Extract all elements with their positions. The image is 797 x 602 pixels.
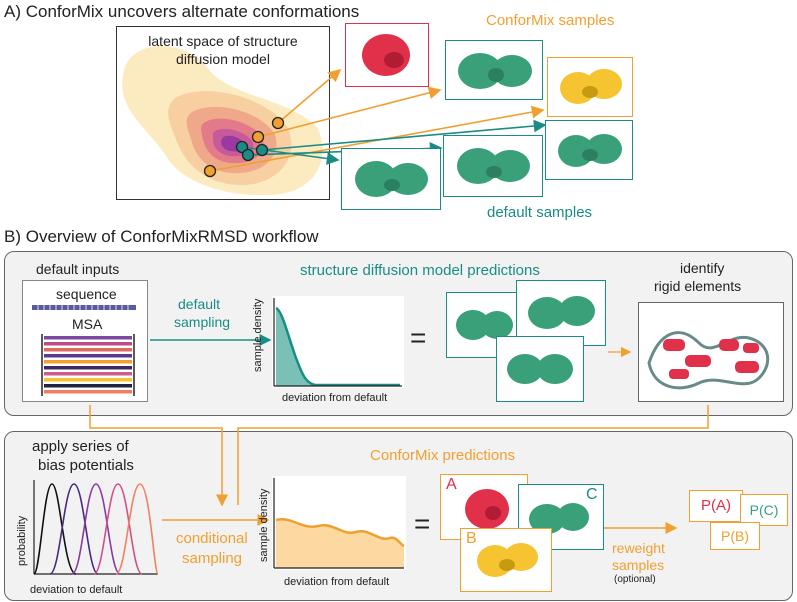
- default-sample-green-3: [443, 135, 543, 197]
- default-sampling-label-2: sampling: [174, 314, 231, 330]
- prediction-card-c: [518, 484, 604, 550]
- default-sampling-label-1: default: [178, 296, 221, 312]
- density-xlabel-top: deviation from default: [282, 392, 388, 404]
- density-xlabel-bottom: deviation from default: [284, 576, 390, 588]
- protein-structure-icon: [529, 503, 589, 534]
- caption-b: B: [466, 530, 477, 547]
- default-samples-label: default samples: [487, 204, 593, 221]
- apply-label-2: bias potentials: [38, 457, 134, 474]
- conformix-predictions-label: ConforMix predictions: [370, 447, 516, 464]
- conformix-sample-red: [345, 23, 429, 87]
- p-b-box: P(B): [710, 522, 760, 550]
- section-a-title: A) ConforMix uncovers alternate conforma…: [4, 2, 360, 21]
- identify-label-1: identify: [680, 260, 725, 276]
- optional-label: (optional): [614, 574, 656, 585]
- prediction-card-3: [496, 336, 584, 402]
- conditional-label-2: sampling: [182, 550, 243, 567]
- prediction-card-2: [516, 280, 606, 346]
- protein-structure-icon: [558, 134, 622, 167]
- msa-alignment-icon: [41, 334, 135, 396]
- caption-c: C: [586, 486, 598, 503]
- kde-density-plot: [273, 478, 405, 569]
- probability-label: probability: [16, 515, 28, 566]
- default-sample-green-2: [545, 120, 633, 180]
- density-ylabel-top: sample density: [252, 298, 264, 372]
- default-sample-green-1: [445, 40, 543, 100]
- latent-label-1: latent space of structure: [148, 33, 298, 49]
- conformix-samples-label: ConforMix samples: [486, 12, 615, 29]
- sequence-label: sequence: [56, 286, 117, 302]
- rigid-elements-box: [638, 302, 784, 402]
- protein-structure-icon: [465, 489, 509, 529]
- conditional-label-1: conditional: [176, 530, 248, 547]
- reweight-label-1: reweight: [612, 540, 665, 556]
- section-a-arrows: [203, 68, 547, 178]
- deviation-to-default-label: deviation to default: [30, 584, 123, 596]
- protein-structure-icon: [528, 296, 595, 329]
- sdm-predictions-label: structure diffusion model predictions: [300, 262, 540, 279]
- ribbon-structure-icon: [647, 331, 770, 390]
- inputs-box: [22, 280, 148, 402]
- default-sample-green-4: [341, 148, 441, 210]
- equals-bottom: =: [414, 508, 431, 539]
- equals-top: =: [410, 322, 427, 353]
- protein-structure-icon: [457, 148, 530, 184]
- caption-a: A: [446, 476, 457, 493]
- default-inputs-label: default inputs: [36, 261, 120, 277]
- latent-label-2: diffusion model: [176, 51, 270, 67]
- protein-structure-icon: [362, 34, 410, 76]
- protein-structure-icon: [507, 354, 573, 384]
- reweight-label-2: samples: [612, 557, 665, 573]
- prediction-card-1: [446, 292, 524, 358]
- section-b-title: B) Overview of ConforMixRMSD workflow: [4, 227, 319, 246]
- protein-structure-icon: [355, 161, 428, 197]
- protein-structure-icon: [560, 69, 622, 104]
- conformix-density-plot: [272, 476, 406, 570]
- sequence-bar: [32, 305, 136, 310]
- prediction-card-b: [460, 528, 552, 592]
- density-ylabel-bottom: sample density: [258, 488, 270, 562]
- protein-structure-icon: [456, 310, 513, 340]
- msa-label: MSA: [72, 316, 103, 332]
- latent-space-box: latent space of structure diffusion mode…: [116, 26, 330, 200]
- conformix-sample-yellow: [547, 57, 633, 117]
- p-c-box: P(C): [740, 494, 788, 526]
- identify-label-2: rigid elements: [654, 278, 742, 294]
- default-density-plot: [272, 296, 404, 388]
- protein-structure-icon: [477, 543, 538, 577]
- protein-structure-icon: [458, 53, 532, 89]
- gaussian-bias-curves: [33, 480, 159, 575]
- p-a-box: P(A): [689, 490, 743, 522]
- kde-density-plot: [273, 298, 402, 387]
- apply-label-1: apply series of: [32, 438, 129, 455]
